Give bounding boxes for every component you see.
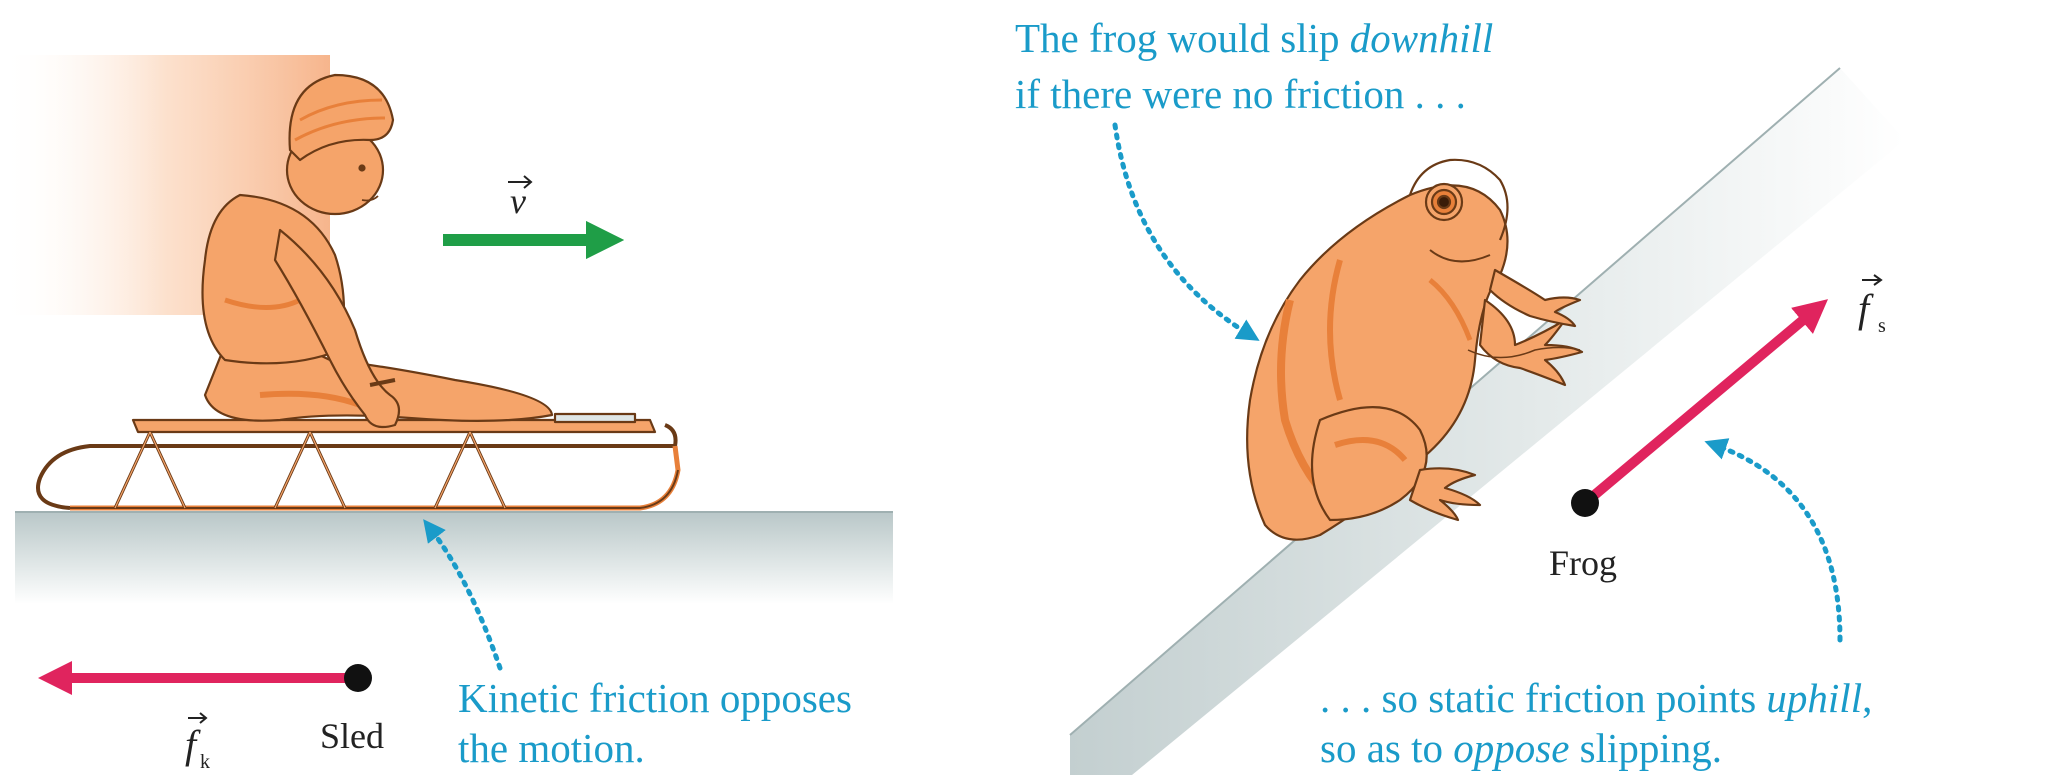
svg-text:k: k [200, 751, 210, 773]
velocity-label: v [508, 176, 531, 221]
downhill-callout-pointer [1115, 125, 1250, 335]
downhill-callout: The frog would slip downhill if there we… [1015, 15, 1493, 117]
svg-text:The frog would slip downhill: The frog would slip downhill [1015, 15, 1493, 61]
frog-label: Frog [1549, 543, 1617, 583]
frog-body-dot [1571, 489, 1599, 517]
svg-text:so as to oppose slipping.: so as to oppose slipping. [1320, 725, 1722, 771]
sled-body-dot [344, 664, 372, 692]
svg-text:if there were no friction . .: if there were no friction . . . [1015, 71, 1466, 117]
uphill-callout: . . . so static friction points uphill, … [1320, 675, 1872, 771]
frog-panel: Frog f s The frog would slip downhill if… [1015, 15, 1905, 775]
inclined-surface [1070, 68, 1905, 775]
svg-text:v: v [510, 181, 526, 221]
level-ground [15, 512, 893, 604]
frog-icon [1247, 160, 1582, 540]
svg-text:f: f [185, 722, 201, 767]
uphill-callout-pointer [1715, 445, 1840, 640]
svg-text:f: f [1858, 286, 1874, 331]
svg-text:. . . so static friction point: . . . so static friction points uphill, [1320, 675, 1872, 721]
kinetic-friction-callout: Kinetic friction opposes the motion. [458, 675, 852, 771]
svg-text:s: s [1878, 315, 1886, 337]
static-friction-label: f s [1858, 275, 1886, 337]
kinetic-friction-label: f k [185, 713, 210, 773]
sled-label: Sled [320, 716, 384, 756]
svg-text:Kinetic friction opposes: Kinetic friction opposes [458, 675, 852, 721]
sled-panel: v Sled f k Kinetic friction opposes the … [0, 55, 893, 773]
svg-text:the motion.: the motion. [458, 725, 645, 771]
